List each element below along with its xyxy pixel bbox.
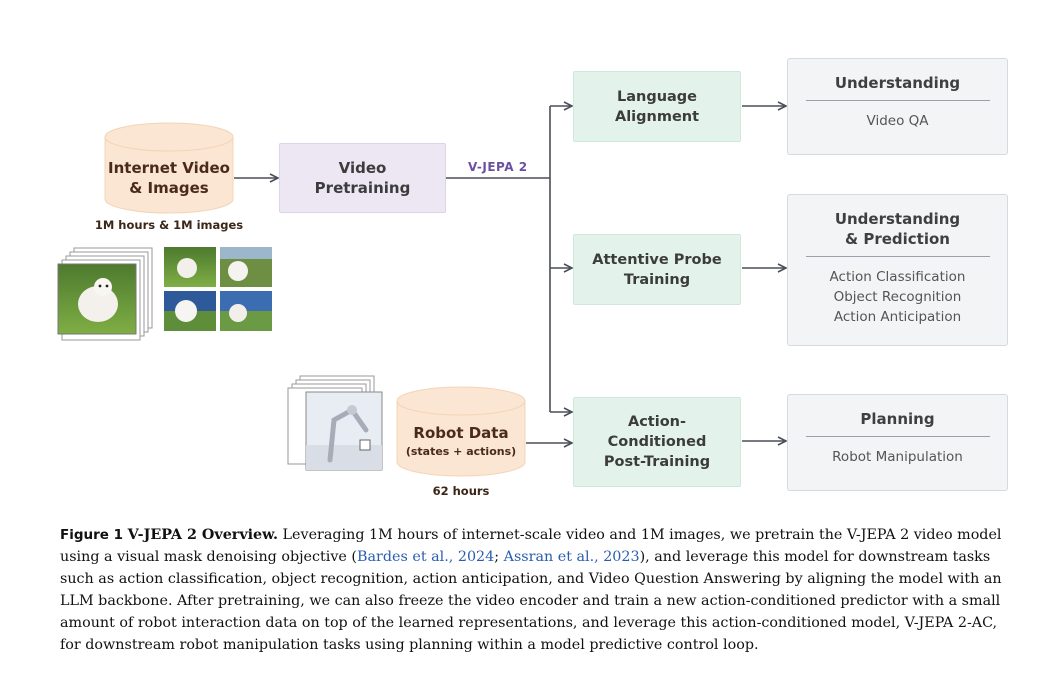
internet-video-label-line1: Internet Video [108,159,230,177]
figure-title: V-JEPA 2 Overview. [127,527,279,543]
robot-data-label: Robot Data (states + actions) [397,423,525,461]
video-frames-stack-icon [57,247,153,341]
language-alignment-line1: Language [616,88,698,105]
output-heading: Understanding & Prediction [835,209,960,249]
action-conditioned-box: Action- Conditioned Post-Training [573,397,741,487]
citation-link[interactable]: Assran et al., 2023 [503,549,640,565]
figure-caption: Figure 1 V-JEPA 2 Overview. Leveraging 1… [60,524,1010,656]
caption-separator: ; [494,549,504,565]
video-pretraining-box: Video Pretraining [279,143,446,213]
output-item: Action Classification [829,269,966,285]
internet-video-label-line2: & Images [129,179,209,197]
caption-text-part1: Leveraging 1M hours of internet-scale vi… [60,527,1002,565]
output-understanding-prediction-box: Understanding & Prediction Action Classi… [787,194,1008,346]
robot-data-detail: (states + actions) [405,445,517,458]
robot-data-cylinder [396,386,526,477]
language-alignment-box: Language Alignment [573,71,741,142]
output-item: Action Anticipation [833,309,962,325]
output-heading: Planning [860,410,935,428]
robot-data-title: Robot Data [413,424,509,442]
attentive-probe-line2: Training [623,271,691,288]
attentive-probe-line1: Attentive Probe [592,251,722,268]
internet-video-cylinder [104,122,234,214]
output-heading-line1: Understanding [834,210,961,228]
caption-text-part2: ), and leverage this model for downstrea… [60,549,1002,653]
output-item: Object Recognition [833,289,962,305]
output-item: Video QA [866,113,929,129]
image-grid-icon [164,247,272,331]
output-item: Robot Manipulation [832,449,963,465]
flow-arrows [234,106,786,443]
pretraining-label-line1: Video [338,159,387,177]
action-conditioned-line2: Conditioned [607,434,707,450]
robot-data-size-caption: 62 hours [432,484,490,498]
pretraining-label-line2: Pretraining [314,179,411,197]
output-heading-line2: & Prediction [845,230,950,248]
robot-frames-stack-icon [287,375,383,471]
output-divider [805,256,990,257]
figure-number: Figure 1 [60,527,124,543]
output-understanding-box: Understanding Video QA [787,58,1008,155]
output-planning-box: Planning Robot Manipulation [787,394,1008,491]
output-divider [805,436,990,437]
output-heading: Understanding [834,74,961,92]
language-alignment-line2: Alignment [614,108,700,125]
source-size-caption: 1M hours & 1M images [94,218,244,232]
model-label: V-JEPA 2 [468,160,528,174]
internet-video-label: Internet Video & Images [105,158,233,198]
attentive-probe-box: Attentive Probe Training [573,234,741,305]
output-divider [805,100,990,101]
figure-diagram [57,0,1050,477]
citation-link[interactable]: Bardes et al., 2024 [357,549,495,565]
action-conditioned-line1: Action- [627,414,687,430]
action-conditioned-line3: Post-Training [603,454,711,470]
